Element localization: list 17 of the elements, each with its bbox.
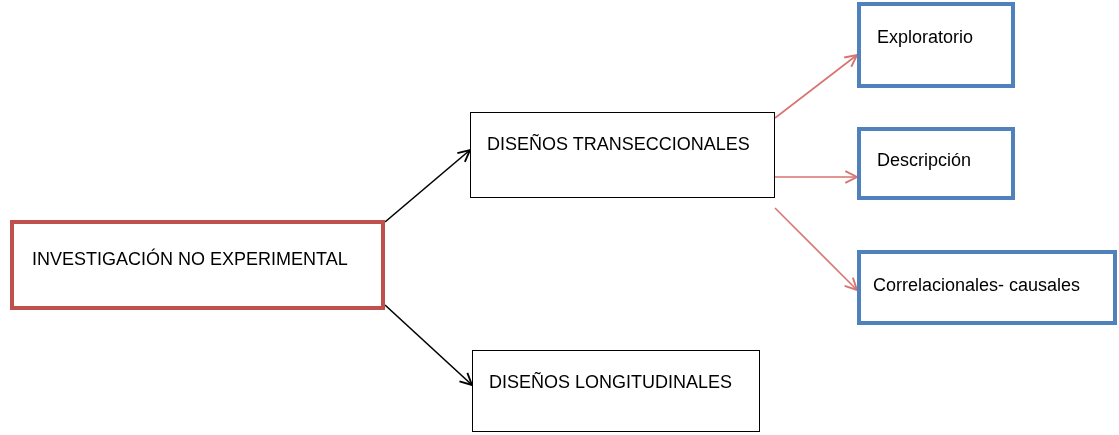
arrow	[384, 304, 473, 386]
box-label: Exploratorio	[877, 26, 975, 49]
text-box	[10, 220, 385, 310]
text-box	[857, 2, 1015, 88]
text-box	[470, 112, 775, 198]
box-label: Correlacionales- causales	[873, 274, 1082, 297]
box-label: DISEÑOS TRANSECCIONALES	[487, 133, 751, 156]
arrow	[774, 170, 858, 184]
box-label: Descripción	[877, 149, 973, 172]
arrow	[384, 149, 471, 223]
box-label: INVESTIGACIÓN NO EXPERIMENTAL	[32, 248, 349, 271]
text-box	[857, 250, 1117, 325]
arrow	[774, 207, 858, 291]
text-box	[472, 350, 760, 432]
arrow	[774, 54, 858, 119]
box-label: DISEÑOS LONGITUDINALES	[489, 371, 734, 394]
text-box	[857, 127, 1015, 200]
